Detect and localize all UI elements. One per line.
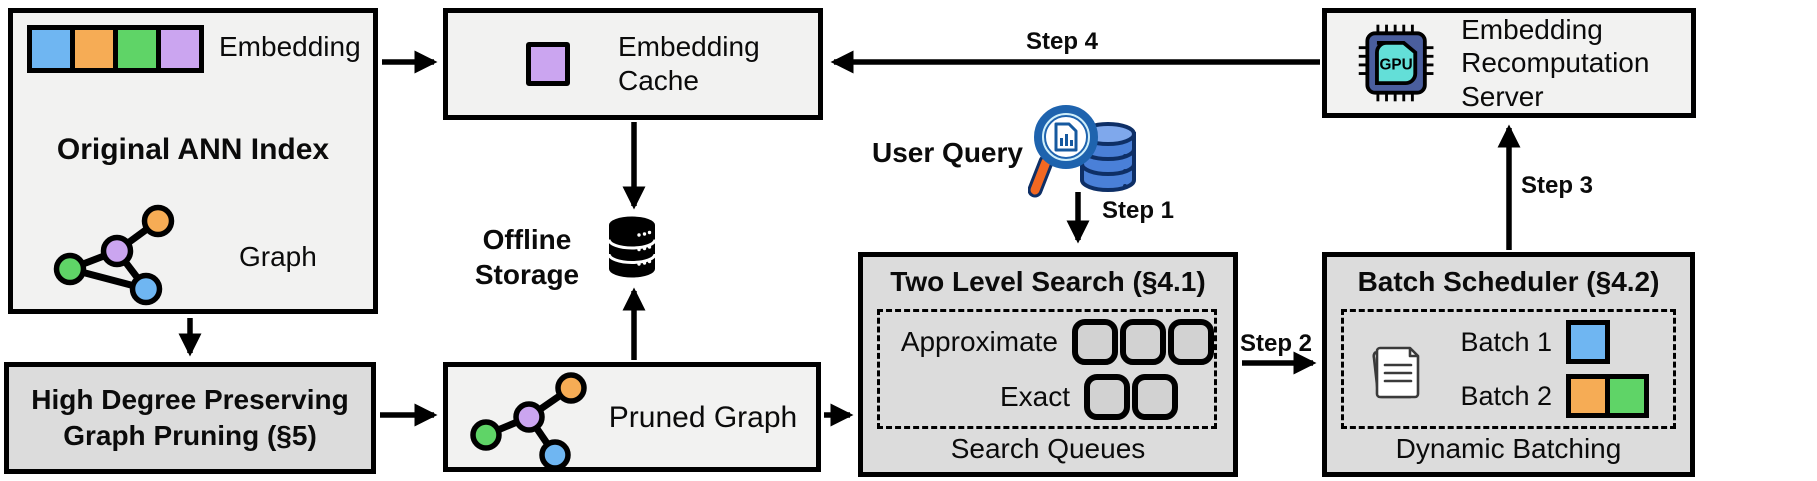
queue-slot [1072, 319, 1118, 365]
batch-scheduler-box: Batch Scheduler (§4.2) Batch 1 [1322, 252, 1695, 477]
original-ann-index-box: Embedding Original ANN Index Graph [8, 8, 378, 314]
step2-label: Step 2 [1240, 330, 1313, 357]
approximate-queues [1072, 319, 1214, 365]
batch2-label: Batch 2 [1460, 380, 1552, 411]
ann-index-title: Original ANN Index [56, 133, 330, 166]
batch2-item-green [1605, 374, 1649, 418]
approximate-queue-row: Approximate [880, 319, 1214, 365]
search-queues-panel: Approximate Exact [877, 309, 1217, 429]
database-icon [607, 216, 657, 278]
search-queues-caption: Search Queues [950, 433, 1146, 464]
embedding-cell-blue [32, 30, 70, 68]
embedding-cell-green [118, 30, 156, 68]
batch1-items [1566, 320, 1610, 364]
original-graph-icon [53, 204, 175, 306]
batch1-item-blue [1566, 320, 1610, 364]
two-level-search-box: Two Level Search (§4.1) Approximate Exac… [858, 252, 1238, 477]
queue-slot [1084, 374, 1130, 420]
pruned-graph-box: Pruned Graph [443, 362, 821, 472]
batch1-label: Batch 1 [1460, 326, 1552, 357]
gpu-chip-label: GPU [1380, 57, 1413, 74]
dynamic-batching-caption: Dynamic Batching [1395, 433, 1622, 464]
documents-icon [1372, 346, 1420, 399]
embedding-cell-purple [161, 30, 199, 68]
step4-label: Step 4 [1026, 28, 1099, 55]
exact-queue-row: Exact [880, 374, 1214, 420]
embedding-cache-title: Embedding Cache [618, 31, 760, 96]
batch2-item-orange [1566, 374, 1610, 418]
batch1-row: Batch 1 [1444, 320, 1610, 364]
embedding-cell-orange [75, 30, 113, 68]
embedding-label: Embedding [219, 31, 361, 62]
recomputation-server-title: Embedding Recomputation Server [1461, 14, 1650, 112]
recomputation-server-box: GPU Embedding Recomputation Server [1322, 8, 1696, 118]
embedding-cache-box: Embedding Cache [443, 8, 823, 120]
queue-slot [1132, 374, 1178, 420]
graph-pruning-box: High Degree Preserving Graph Pruning (§5… [4, 362, 376, 474]
approximate-label: Approximate [900, 326, 1058, 357]
step1-label: Step 1 [1102, 197, 1175, 224]
graph-pruning-title: High Degree Preserving Graph Pruning (§5… [31, 383, 349, 451]
graph-label: Graph [239, 241, 317, 272]
gpu-chip-icon: GPU [1358, 24, 1434, 102]
batch2-items [1566, 374, 1649, 418]
query-search-icon [1028, 105, 1136, 198]
exact-label: Exact [999, 381, 1070, 412]
embedding-vector-icon [27, 25, 204, 73]
cached-embedding-icon [526, 42, 570, 86]
user-query-label: User Query [872, 137, 1023, 168]
queue-slot [1168, 319, 1214, 365]
batch2-row: Batch 2 [1444, 374, 1649, 418]
batch-scheduler-title: Batch Scheduler (§4.2) [1357, 266, 1660, 297]
step3-label: Step 3 [1521, 172, 1594, 199]
exact-queues [1084, 374, 1178, 420]
offline-storage-label: Offline Storage [474, 224, 580, 290]
queue-slot [1120, 319, 1166, 365]
pruned-graph-icon [470, 372, 587, 469]
dynamic-batching-panel: Batch 1 Batch 2 [1341, 309, 1676, 429]
pruned-graph-label: Pruned Graph [608, 401, 798, 434]
two-level-search-title: Two Level Search (§4.1) [890, 266, 1206, 297]
